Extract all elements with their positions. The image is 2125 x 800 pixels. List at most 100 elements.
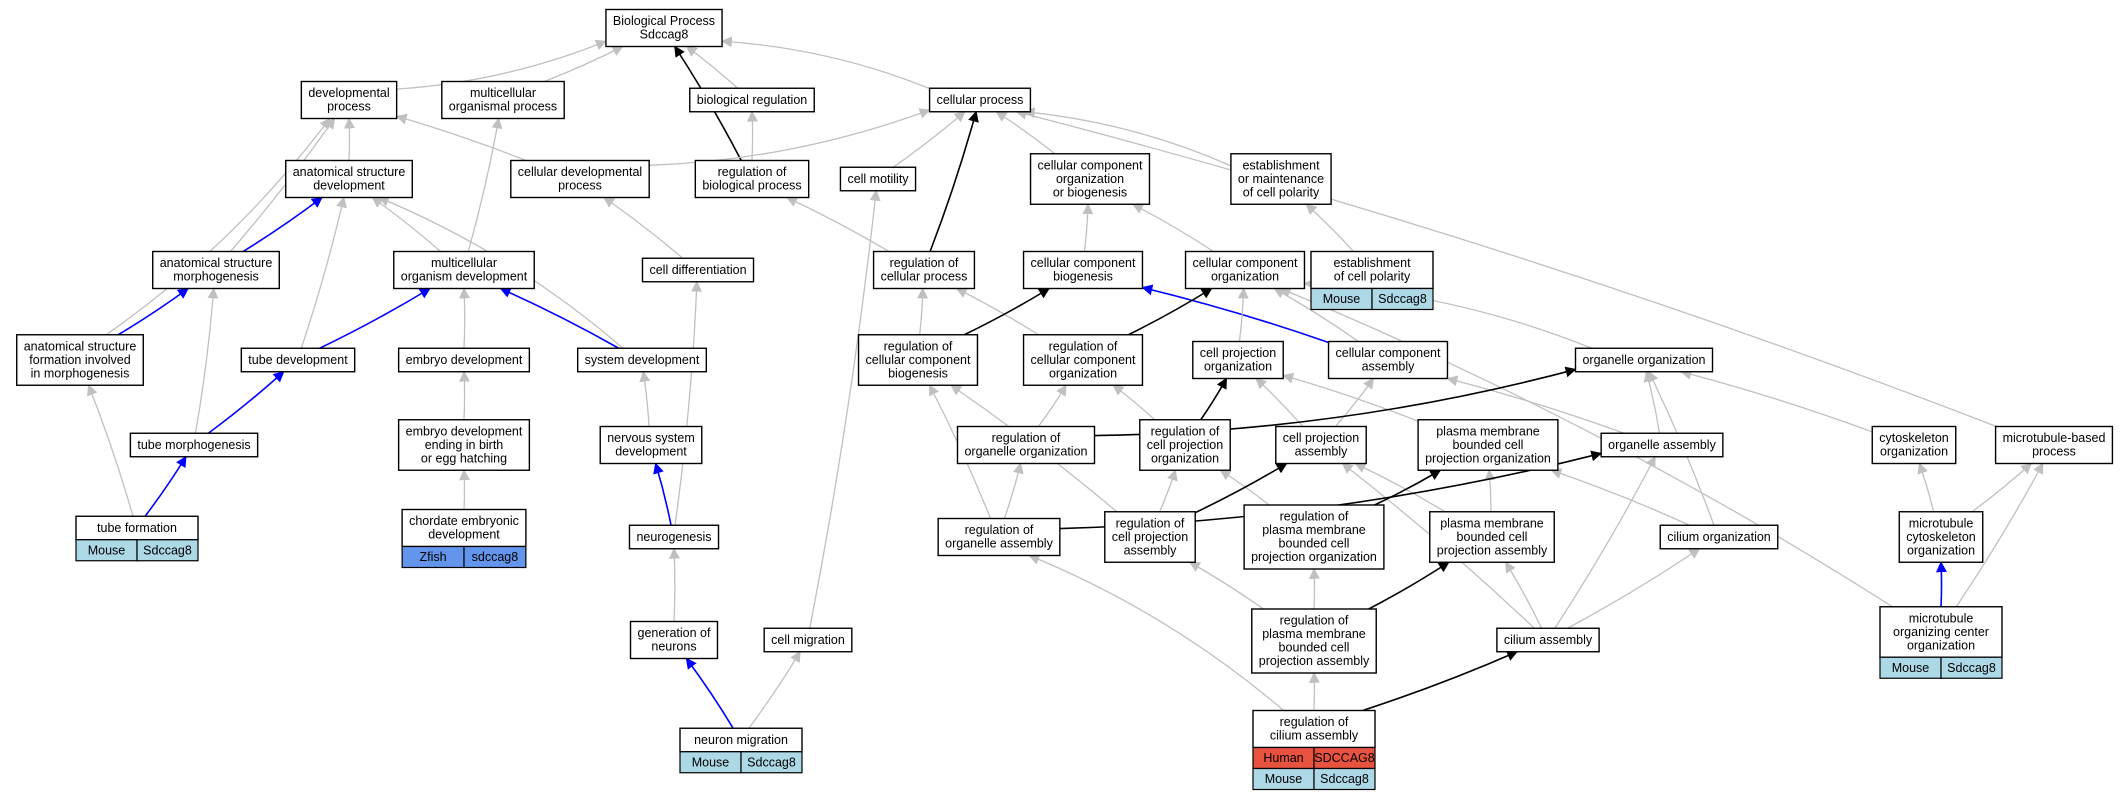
edge-blue	[1141, 284, 1329, 344]
node-label: regulation of	[1280, 715, 1349, 729]
node-box	[1574, 347, 1714, 373]
node-label: process	[327, 100, 371, 114]
edge-gray	[458, 370, 470, 420]
go-term-node: embryo development	[397, 347, 531, 373]
edge-gray	[1159, 469, 1178, 513]
node-label: organization	[1907, 638, 1975, 652]
node-label: projection organization	[1425, 451, 1551, 465]
node-box	[1243, 504, 1385, 570]
node-box	[1192, 340, 1284, 380]
node-label: of cell polarity	[1334, 270, 1411, 284]
node-box	[1022, 250, 1144, 290]
node-box	[397, 419, 531, 471]
node-label: organization	[1211, 270, 1279, 284]
node-box	[16, 334, 144, 386]
node-label: anatomical structure	[293, 165, 406, 179]
node-box	[1275, 425, 1367, 465]
node-label: cilium assembly	[1270, 729, 1359, 743]
node-box	[629, 620, 719, 660]
node-label: or biogenesis	[1053, 185, 1127, 199]
annotation-label: Mouse	[1265, 772, 1303, 786]
node-label: neurons	[651, 640, 696, 654]
edge-gray	[1112, 384, 1156, 421]
edge-gray	[1132, 203, 1214, 253]
edge-gray	[1305, 203, 1354, 252]
node-box	[605, 8, 723, 48]
edge-gray	[685, 45, 739, 89]
edge-gray	[87, 384, 134, 517]
annotation-label: Mouse	[692, 755, 730, 769]
edge-gray	[1955, 462, 2044, 608]
node-label: microtubule-based	[2003, 431, 2106, 445]
edge-gray	[1188, 561, 1264, 610]
edge-blue	[1935, 561, 1947, 607]
node-label: bounded cell	[1279, 641, 1350, 655]
edge-gray	[639, 370, 651, 427]
annotation-label: Sdccag8	[143, 543, 192, 557]
node-label: cytoskeleton	[1879, 431, 1949, 445]
edge-black	[963, 287, 1051, 336]
annotation-cell	[1371, 287, 1434, 311]
node-label: organismal process	[449, 100, 557, 114]
node-box	[1029, 153, 1151, 205]
node-box	[1659, 524, 1779, 550]
annotation-label: Sdccag8	[1320, 772, 1369, 786]
edge-blue	[319, 287, 431, 349]
edge-gray	[1279, 287, 1893, 608]
edge-black	[1200, 377, 1228, 421]
node-label: organelle assembly	[1608, 438, 1716, 452]
go-term-node: neuron migration	[679, 727, 803, 753]
node-box	[763, 627, 853, 653]
node-box	[1184, 250, 1306, 290]
node-box	[928, 87, 1032, 113]
node-label: regulation of	[992, 431, 1061, 445]
node-layer: Biological ProcessSdccag8developmentalpr…	[16, 8, 2114, 753]
node-label: organelle organization	[1582, 353, 1705, 367]
node-label: biological regulation	[697, 93, 808, 107]
node-label: organization	[1056, 172, 1124, 186]
node-box	[152, 250, 280, 290]
node-label: tube formation	[97, 521, 177, 535]
edge-gray	[1028, 554, 1285, 711]
node-label: cellular component	[1038, 158, 1143, 172]
go-term-node: cell motility	[839, 166, 917, 192]
node-box	[576, 347, 708, 373]
node-label: or maintenance	[1238, 172, 1324, 186]
annotation-cell	[136, 539, 199, 562]
node-label: establishment	[1242, 158, 1320, 172]
node-box	[1104, 511, 1196, 563]
node-label: system development	[585, 353, 700, 367]
node-label: regulation of	[884, 339, 953, 353]
node-box	[1327, 340, 1449, 380]
edge-gray	[1237, 287, 1249, 342]
edge-gray	[194, 287, 219, 434]
node-box	[839, 166, 917, 192]
node-label: developmental	[308, 86, 389, 100]
node-label: regulation of	[1049, 339, 1118, 353]
edge-gray	[1082, 203, 1094, 252]
edge-gray	[674, 280, 703, 526]
edge-gray	[1037, 384, 1067, 427]
edge-gray	[1446, 375, 1625, 434]
node-label: organism development	[401, 270, 528, 284]
node-box	[397, 347, 531, 373]
node-label: organization	[1204, 360, 1272, 374]
edge-blue	[144, 455, 187, 517]
node-label: cell projection	[1283, 431, 1359, 445]
edge-gray	[1971, 462, 2033, 513]
annotation-cell	[463, 545, 527, 569]
